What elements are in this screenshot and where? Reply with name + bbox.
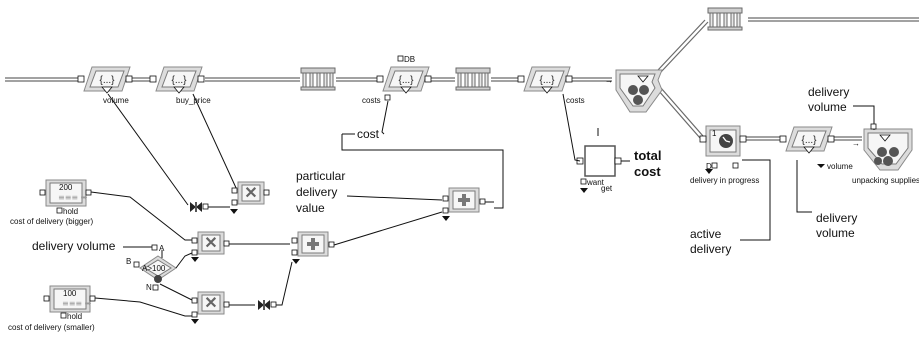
unpacking-supplies-block[interactable] <box>863 128 913 171</box>
active-delivery-line1: active <box>690 227 722 241</box>
delivery-in-progress-label: delivery in progress <box>690 176 759 185</box>
multiply-block-1[interactable] <box>237 181 265 205</box>
multiply-block-2[interactable] <box>197 231 225 255</box>
svg-text:→: → <box>852 139 860 148</box>
comparator-expr: A>100 <box>142 264 166 273</box>
comparator-a: A <box>159 244 165 253</box>
particular-delivery-value-line2: delivery <box>296 185 337 199</box>
valve-1[interactable] <box>190 202 202 212</box>
bank-2[interactable] <box>455 67 491 91</box>
volume-label: volume <box>103 96 129 105</box>
splitter-block[interactable] <box>615 69 663 113</box>
multiply-block-3[interactable] <box>197 291 225 315</box>
smaller-value: 100 <box>63 289 77 298</box>
costs-left-label: costs <box>362 96 381 105</box>
comparator-n: N <box>146 283 152 292</box>
add-block-total[interactable] <box>448 187 480 213</box>
delivery-volume-input-label: delivery volume <box>32 239 116 253</box>
valve-2[interactable] <box>258 300 270 310</box>
svg-text:≡≡≡ ➡: ≡≡≡ ➡ <box>58 193 88 202</box>
set-block-db[interactable] <box>376 66 432 94</box>
delivery-volume-top-line1: delivery <box>808 85 849 99</box>
comparator-block[interactable] <box>139 255 177 283</box>
d-label: D <box>706 162 712 171</box>
db-label: DB <box>404 55 415 64</box>
set-block-delivery-volume[interactable] <box>779 126 835 154</box>
volume-out-label: volume <box>827 162 853 171</box>
smaller-caption: cost of delivery (smaller) <box>8 323 95 332</box>
unpacking-supplies-label: unpacking supplies <box>852 176 919 185</box>
costs-right-label: costs <box>566 96 585 105</box>
add-block-cost[interactable] <box>297 231 329 257</box>
particular-delivery-value-line1: particular <box>296 169 345 183</box>
svg-text:≡≡≡ ➡: ≡≡≡ ➡ <box>62 299 92 308</box>
delivery-volume-top-line2: volume <box>808 100 847 114</box>
delivery-count: 1 <box>712 129 717 138</box>
active-delivery-line2: delivery <box>690 242 731 256</box>
want-label: want <box>586 178 605 187</box>
set-block-costs[interactable] <box>517 66 573 94</box>
get-label: get <box>601 184 613 193</box>
cost-label: cost <box>357 127 380 141</box>
delivery-volume-bottom-line2: volume <box>816 226 855 240</box>
bigger-hold: hold <box>63 207 78 216</box>
cost-generator-bigger[interactable]: ≡≡≡ ➡ <box>39 179 92 207</box>
bigger-value: 200 <box>59 183 73 192</box>
total-cost-line1: total <box>634 148 661 163</box>
particular-delivery-value-line3: value <box>296 201 325 215</box>
total-cost-display[interactable] <box>576 145 622 177</box>
bank-1[interactable] <box>300 67 336 91</box>
set-block-volume[interactable] <box>77 66 133 94</box>
delivery-in-progress-block[interactable] <box>699 125 747 157</box>
set-block-buy-price[interactable] <box>149 66 205 94</box>
comparator-b: B <box>126 257 131 266</box>
svg-text:→: → <box>605 76 613 85</box>
bank-top-right[interactable] <box>707 7 743 31</box>
delivery-volume-bottom-line1: delivery <box>816 211 857 225</box>
smaller-hold: hold <box>67 312 82 321</box>
buy-price-label: buy_price <box>176 96 211 105</box>
cost-generator-smaller[interactable]: ≡≡≡ ➡ <box>43 285 96 313</box>
total-cost-line2: cost <box>634 164 661 179</box>
bigger-caption: cost of delivery (bigger) <box>10 217 93 226</box>
